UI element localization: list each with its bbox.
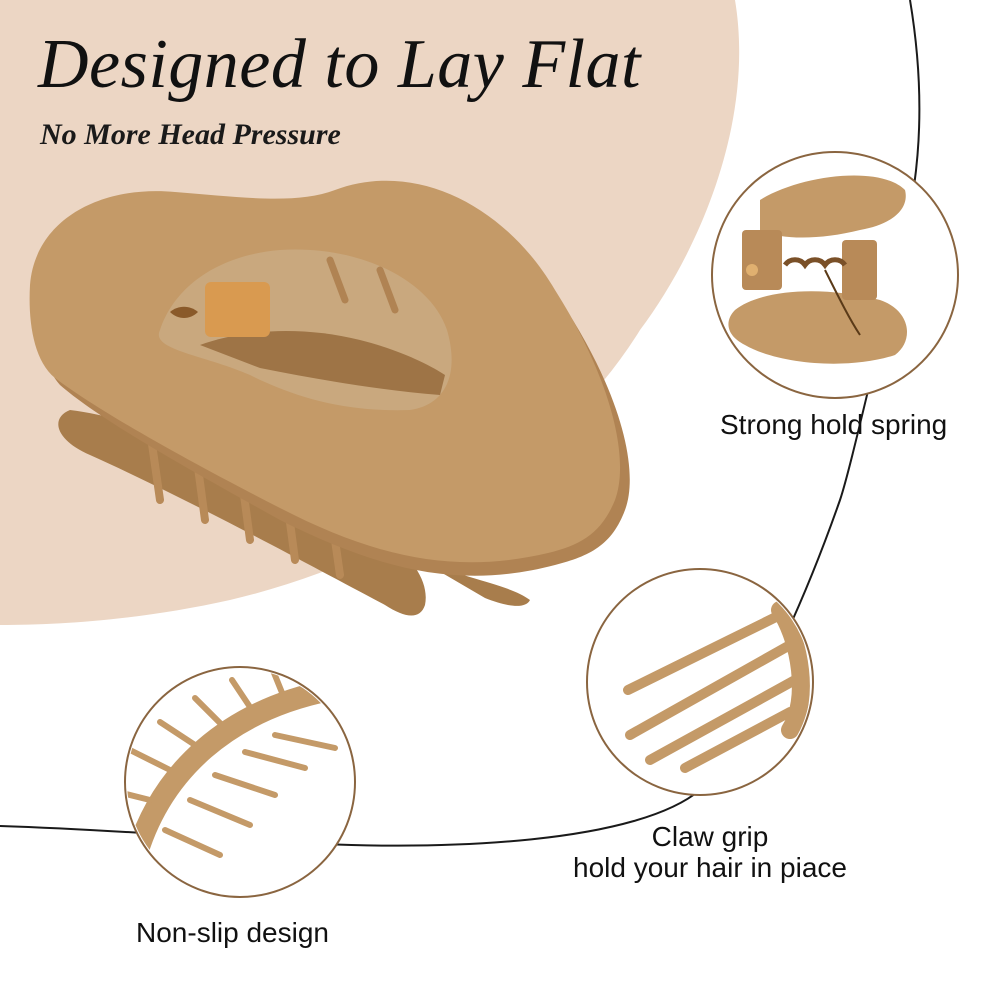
caption-claw-line2: hold your hair in piace xyxy=(573,851,847,883)
caption-spring: Strong hold spring xyxy=(720,409,948,440)
headline: Designed to Lay Flat xyxy=(38,26,641,103)
callout-nonslip-circle xyxy=(124,666,356,898)
caption-claw: Claw grip hold your hair in piace xyxy=(560,821,860,884)
caption-claw-line1: Claw grip xyxy=(651,821,769,852)
subheadline: No More Head Pressure xyxy=(40,118,341,151)
hair-clip-main xyxy=(29,180,630,616)
callout-spring-circle xyxy=(711,151,959,399)
caption-nonslip: Non-slip design xyxy=(136,917,329,948)
callout-claw-circle xyxy=(586,568,814,796)
